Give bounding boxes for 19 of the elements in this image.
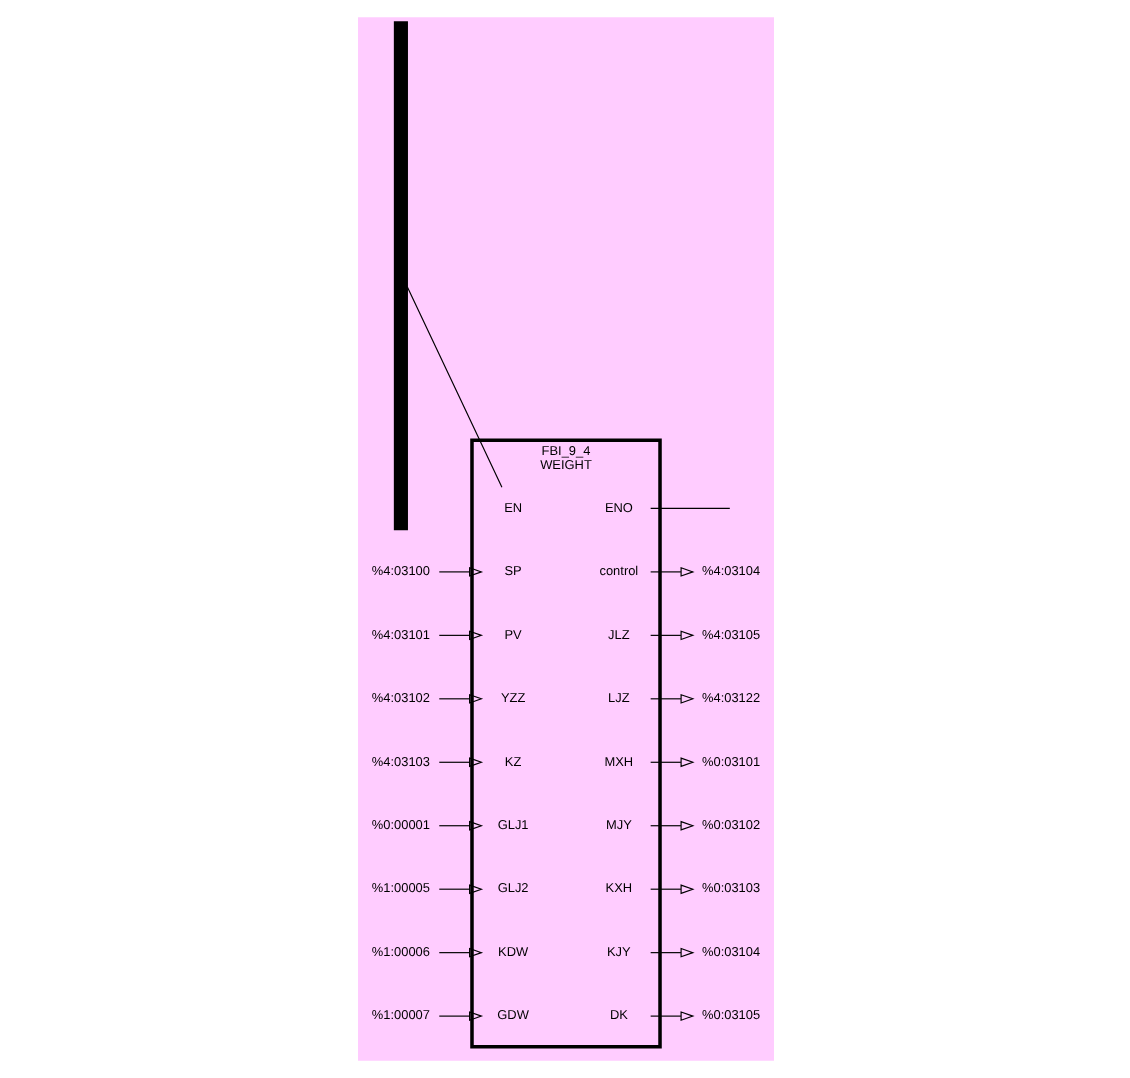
arrow (437, 757, 483, 768)
arrow (649, 566, 694, 577)
arrow (649, 1011, 694, 1022)
arrow (649, 884, 694, 895)
arrow (649, 693, 694, 704)
arrow (437, 1011, 483, 1022)
node-bar (392, 21, 407, 531)
arrow (437, 820, 483, 831)
arrow (437, 566, 483, 577)
arrow (437, 693, 483, 704)
connector (649, 507, 730, 510)
connector (405, 286, 502, 488)
arrow (437, 630, 483, 641)
arrow (649, 757, 694, 768)
arrow (649, 947, 694, 958)
arrow (437, 947, 483, 958)
arrow (649, 630, 694, 641)
arrow (437, 884, 483, 895)
arrow (649, 820, 694, 831)
